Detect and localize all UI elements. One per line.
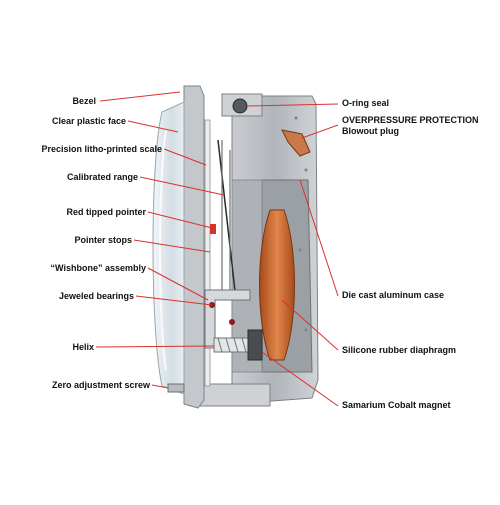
samarium-cobalt-magnet xyxy=(248,330,262,360)
label-litho-printed-scale: Precision litho-printed scale xyxy=(6,144,162,155)
case-texture-dot xyxy=(305,329,308,332)
case-texture-dot xyxy=(295,117,298,120)
label-pointer-stops: Pointer stops xyxy=(6,235,132,246)
jeweled-bearing xyxy=(229,319,235,325)
o-ring-seal xyxy=(233,99,247,113)
label-clear-plastic-face: Clear plastic face xyxy=(6,116,126,127)
zero-adjustment-screw xyxy=(168,384,184,392)
case-texture-dot xyxy=(305,169,308,172)
label-jeweled-bearings: Jeweled bearings xyxy=(6,291,134,302)
label-die-cast-aluminum-case: Die cast aluminum case xyxy=(342,290,444,301)
label-wishbone-assembly: “Wishbone” assembly xyxy=(6,263,146,274)
label-blowout-plug: Blowout plug xyxy=(342,126,399,137)
silicone-rubber-diaphragm xyxy=(260,210,295,360)
label-bezel: Bezel xyxy=(6,96,96,107)
label-samarium-cobalt-magnet: Samarium Cobalt magnet xyxy=(342,400,451,411)
pointer-tip xyxy=(210,224,216,234)
label-o-ring-seal: O-ring seal xyxy=(342,98,389,109)
case-texture-dot xyxy=(299,249,302,252)
label-calibrated-range: Calibrated range xyxy=(6,172,138,183)
label-red-tipped-pointer: Red tipped pointer xyxy=(6,207,146,218)
bezel xyxy=(184,86,204,408)
label-overpressure-protection: OVERPRESSURE PROTECTION xyxy=(342,115,479,126)
label-silicone-rubber-diaphragm: Silicone rubber diaphragm xyxy=(342,345,456,356)
label-zero-adjustment-screw: Zero adjustment screw xyxy=(6,380,150,391)
label-helix: Helix xyxy=(6,342,94,353)
leader-line-bezel xyxy=(100,92,180,101)
